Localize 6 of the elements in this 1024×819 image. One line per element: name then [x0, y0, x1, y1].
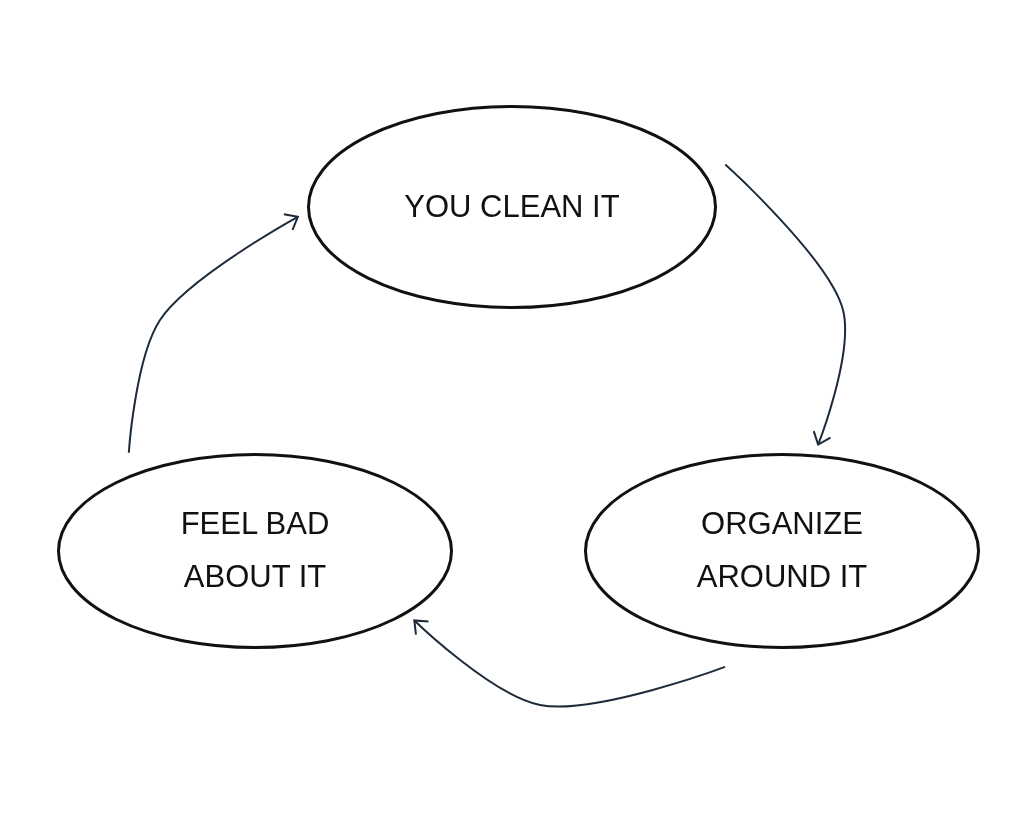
node-label: YOU CLEAN IT — [404, 187, 620, 226]
curved-arrow — [127, 213, 299, 454]
node-label: FEEL BAD ABOUT IT — [179, 505, 331, 596]
curved-arrow — [724, 163, 846, 446]
node-label: ORGANIZE AROUND IT — [695, 505, 869, 596]
curved-arrow — [413, 619, 727, 708]
